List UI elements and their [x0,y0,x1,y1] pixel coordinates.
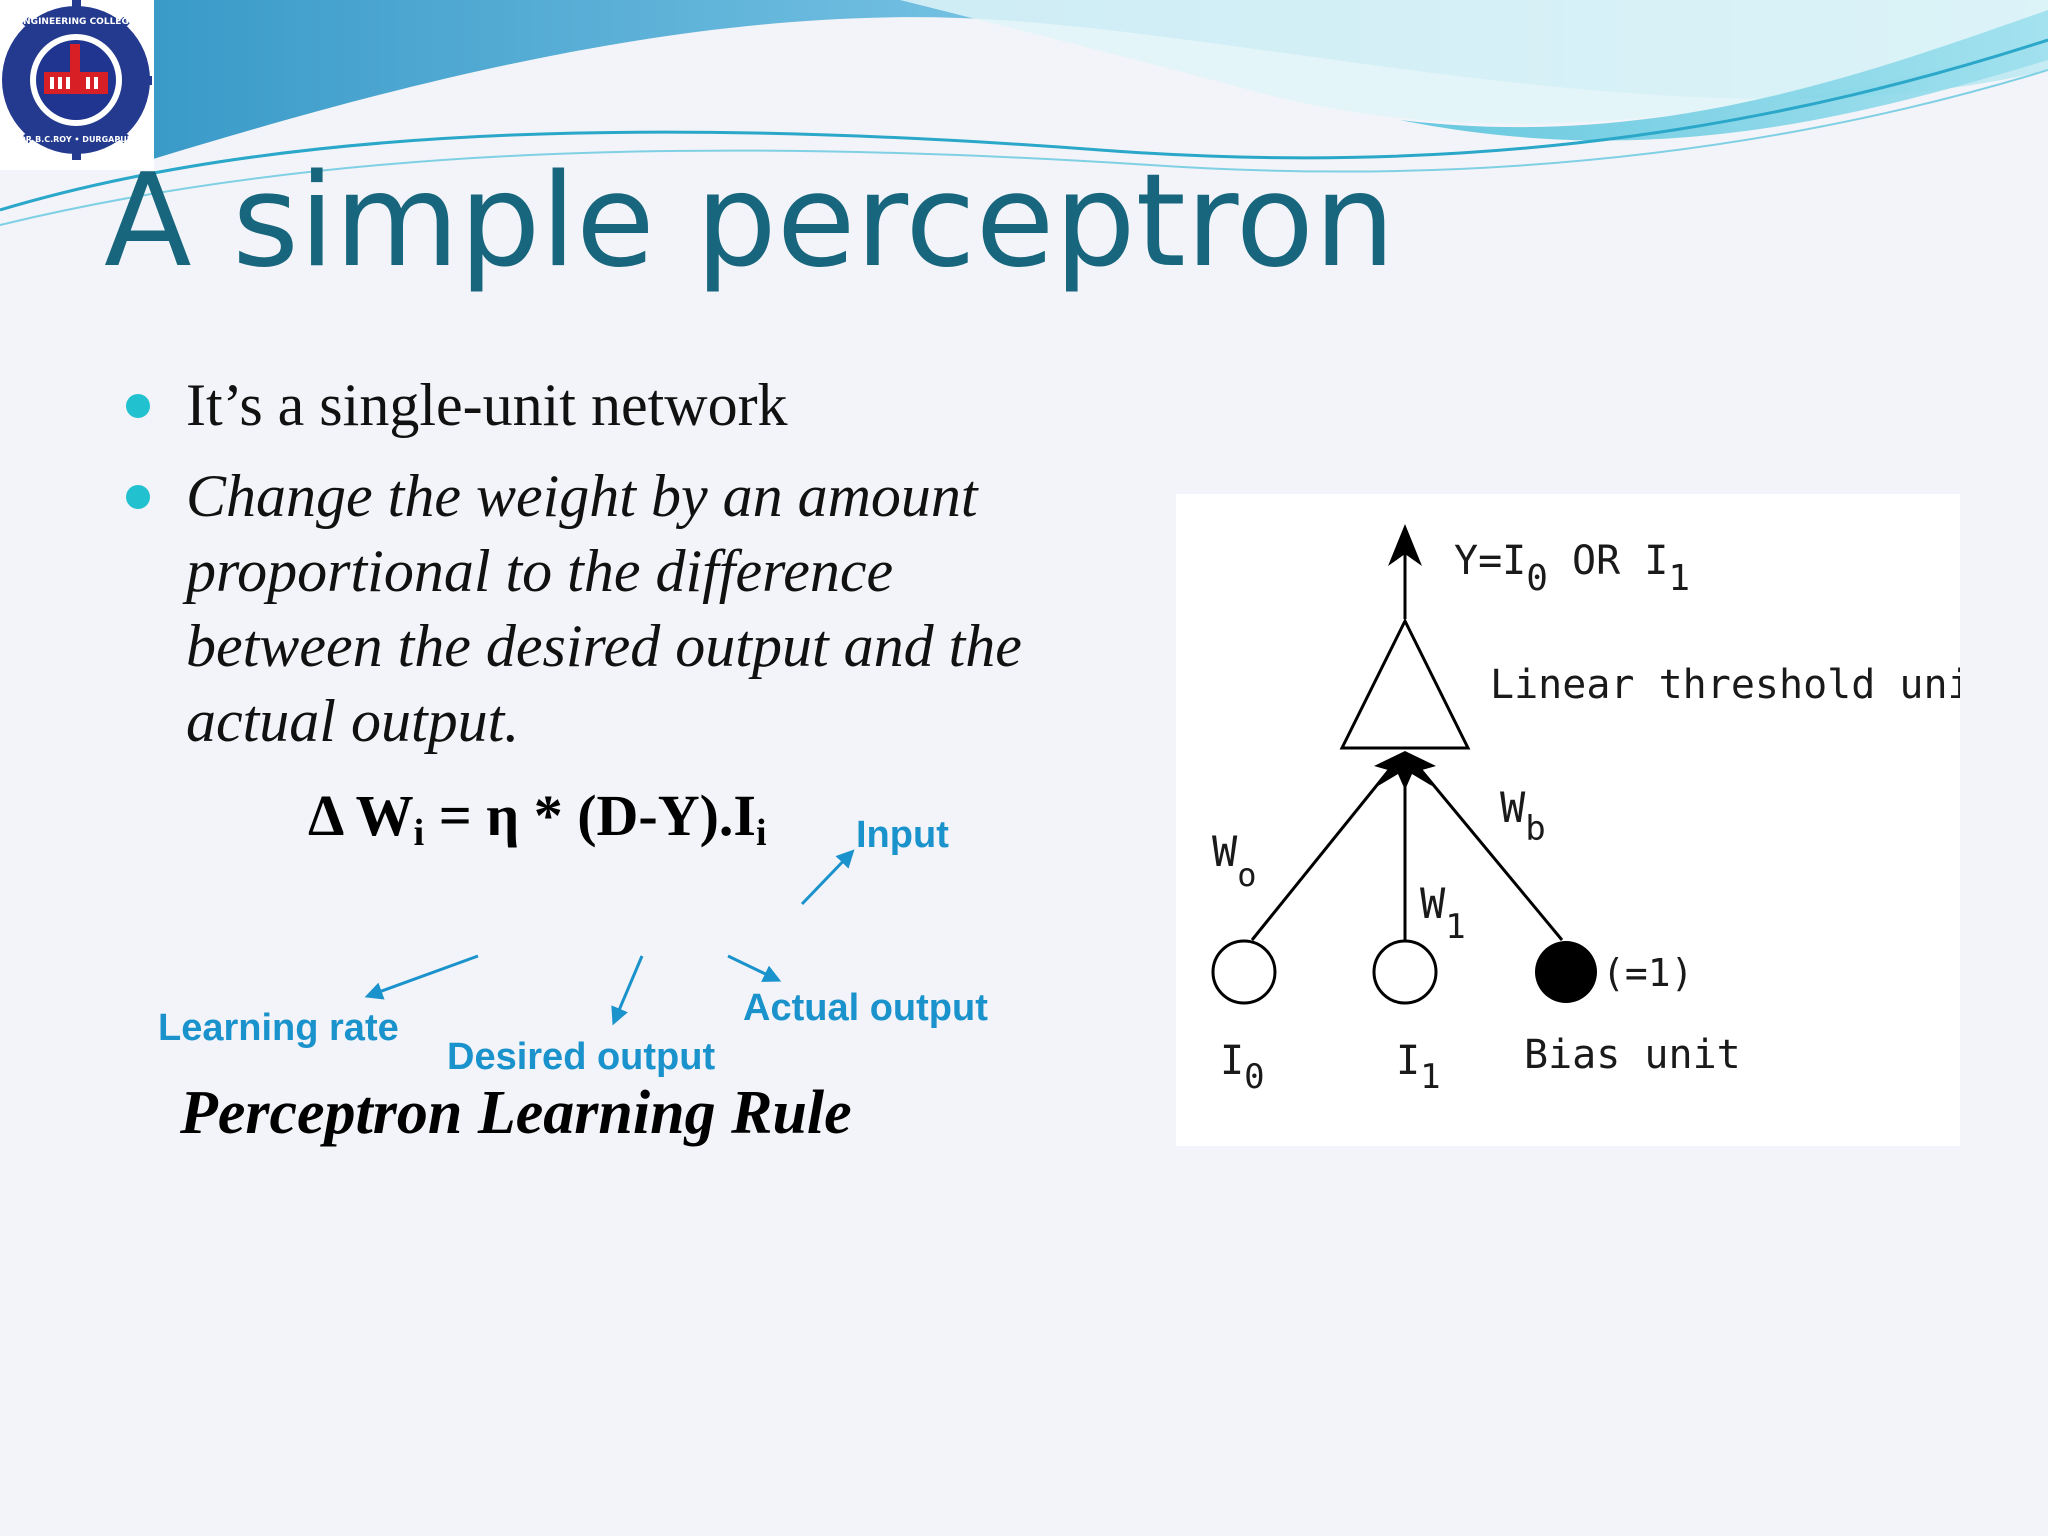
weight-wb: Wb [1500,783,1546,849]
annotation-input: Input [856,814,949,856]
perceptron-diagram: Y=I0 OR I1 Linear threshold unit Wo W1 W… [1176,494,1960,1146]
bullet-dot-icon [126,485,150,509]
bias-node [1535,941,1597,1003]
unit-label: Linear threshold unit [1490,662,1960,708]
connection-w0 [1250,763,1396,941]
weight-w1: W1 [1420,879,1466,947]
learning-rule-formula: Δ Wi = η * (D-Y).Ii [308,782,767,855]
weight-w0: Wo [1212,827,1257,894]
arrow-to-learning-rate [364,954,479,1000]
input-node-i0 [1211,939,1277,1005]
formula-lhs: Δ W [308,783,414,848]
arrow-to-actual-output [727,954,782,982]
bias-unit-label: Bias unit [1524,1032,1741,1078]
bullet-list: It’s a single-unit network Change the we… [120,368,1100,759]
formula-rhs-subscript: i [756,812,767,854]
annotation-learning-rate: Learning rate [158,1007,399,1049]
bullet-item-weight-change: Change the weight by an amount proportio… [120,459,1100,759]
input-label-i1: I1 [1396,1038,1441,1097]
formula-rhs: = η * (D-Y).I [424,783,757,848]
annotation-actual-output: Actual output [743,987,988,1029]
header-waves [0,0,2048,226]
input-label-i0: I0 [1220,1038,1265,1097]
bias-value: (=1) [1602,951,1694,995]
connection-wb [1414,763,1564,941]
bullet-dot-icon [126,394,150,418]
annotation-desired-output: Desired output [447,1036,716,1078]
summation-arrowheads-icon [1374,751,1436,790]
output-label: Y=I0 OR I1 [1454,538,1690,599]
slide-title: A simple perceptron [104,147,1396,296]
rule-name: Perceptron Learning Rule [180,1079,852,1147]
bullet-text: Change the weight by an amount proportio… [186,463,1022,754]
svg-text:ENGINEERING COLLEGE: ENGINEERING COLLEGE [17,17,135,27]
output-arrow-icon [1388,524,1422,566]
threshold-unit-triangle [1339,617,1471,750]
arrow-to-desired-output [611,955,644,1026]
input-node-i1 [1372,939,1438,1005]
bullet-text: It’s a single-unit network [186,372,788,438]
arrow-to-input [800,849,855,906]
bullet-item-single-unit: It’s a single-unit network [120,368,1100,443]
college-logo: ENGINEERING COLLEGE DR.B.C.ROY • DURGAPU… [0,0,154,170]
formula-lhs-subscript: i [413,812,425,854]
svg-text:DR.B.C.ROY • DURGAPUR: DR.B.C.ROY • DURGAPUR [19,135,133,144]
